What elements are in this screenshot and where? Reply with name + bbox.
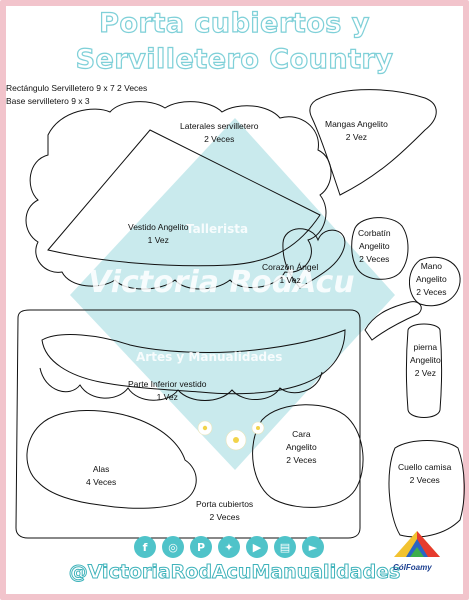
colfoamy-logo [394,531,440,557]
twitter-icon[interactable]: ✦ [218,536,240,558]
watermark-top: Tallerista [186,222,249,236]
store-icon[interactable]: ▤ [274,536,296,558]
page-title-line2: Servilletero Country [75,43,394,75]
laterales-outline [25,101,332,290]
mano-outline [409,256,461,307]
brand-name: CólFoamy [393,563,432,572]
cara-outline [252,404,364,508]
facebook-icon[interactable]: f [134,536,156,558]
cuello-outline [388,440,465,538]
mangas-outline [309,89,437,196]
page-title-line1: Porta cubiertos y [99,7,370,39]
corazon-outline [282,228,346,289]
vestido-outline [47,129,321,267]
video-icon[interactable]: ► [302,536,324,558]
porta-outline [15,309,361,539]
youtube-icon[interactable]: ▶ [246,536,268,558]
pinterest-icon[interactable]: P [190,536,212,558]
pierna-outline [406,323,442,418]
social-icons-row: f ◎ P ✦ ▶ ▤ ► [134,536,324,558]
watermark-bottom: Artes y Manualidades [136,350,283,364]
hand-extension-outline [364,301,422,341]
watermark-diamond [70,118,395,470]
alas-outline [26,410,197,509]
social-handle: @VictoriaRodAcuManualidades [68,561,401,584]
inferior-outline [41,329,346,395]
note-rectangle: Rectángulo Servilletero 9 x 7 2 Veces [6,83,148,93]
scallop-edge-outline [39,367,323,401]
corbatin-outline [351,217,409,280]
watermark-main: Victoria RodAcu [88,265,355,300]
instagram-icon[interactable]: ◎ [162,536,184,558]
note-base: Base servilletero 9 x 3 [6,96,90,106]
